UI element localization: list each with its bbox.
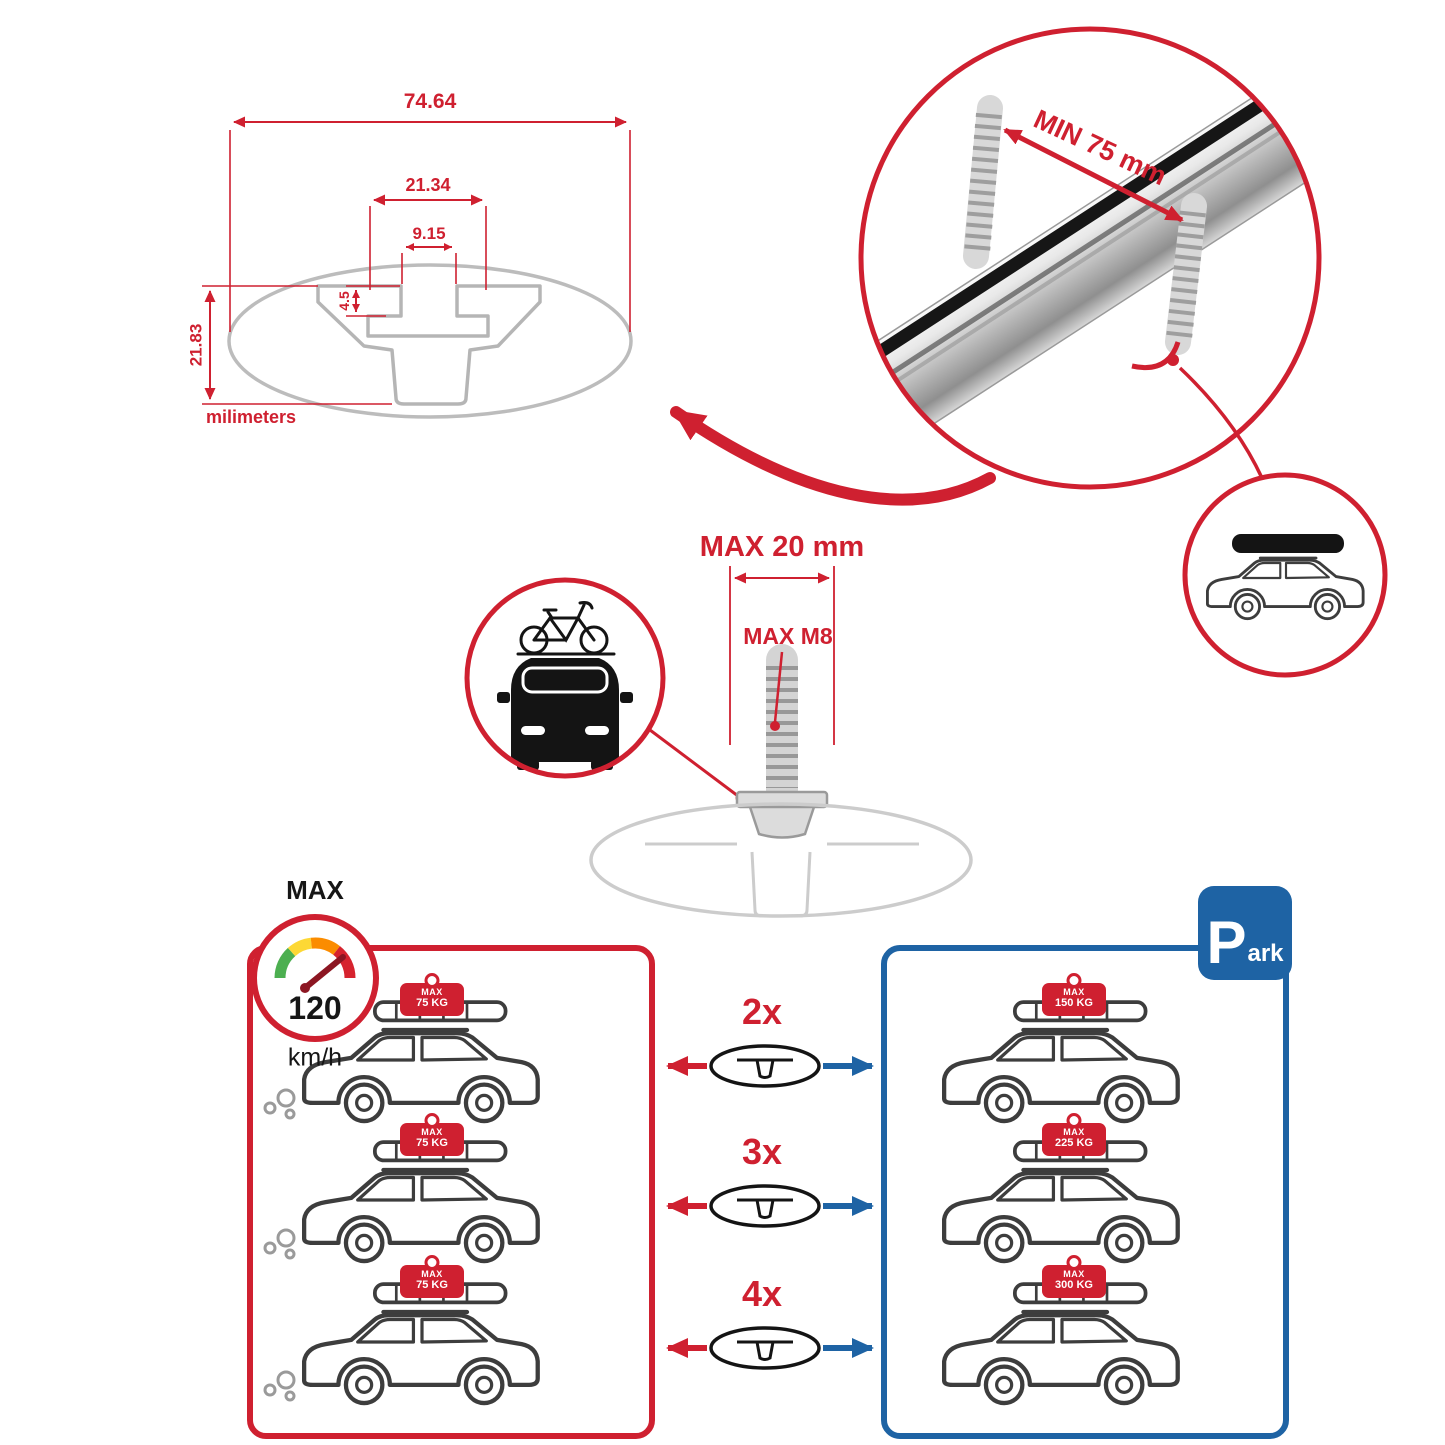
speed-value: 120 [288, 990, 342, 1026]
aluminum-bar [861, 57, 1319, 467]
bike-car-circle [464, 577, 666, 779]
dimension-lines [202, 116, 631, 405]
speed-title: MAX [286, 875, 344, 905]
crossbar-oval-icon [709, 1044, 821, 1088]
quantity-label-4x: 4x [741, 1273, 783, 1314]
load-tag: MAX 225 KG [1042, 1123, 1106, 1156]
ghost-cross-section [589, 802, 973, 918]
load-tag: MAX 75 KG [400, 1123, 464, 1156]
roof-box-icon [1232, 534, 1344, 553]
tag-value: 225 KG [1055, 1136, 1093, 1149]
units-label: milimeters [206, 407, 297, 427]
dim-channel-width-label: 21.34 [405, 175, 451, 195]
tag-value: 75 KG [416, 996, 448, 1009]
tag-label: MAX [421, 1269, 443, 1279]
tag-label: MAX [1063, 987, 1085, 997]
circle-connector-line [1178, 366, 1264, 479]
max-thread-label: MAX M8 [743, 623, 833, 649]
tag-label: MAX [421, 1127, 443, 1137]
load-tag: MAX 75 KG [400, 983, 464, 1016]
park-sign-suffix: ark [1247, 940, 1284, 967]
clamp-point-dot [1167, 354, 1179, 366]
tag-value: 75 KG [416, 1136, 448, 1149]
tag-value: 75 KG [416, 1278, 448, 1291]
row-2 [263, 1142, 1178, 1261]
thread-leader [773, 651, 784, 723]
tag-value: 300 KG [1055, 1278, 1093, 1291]
dim-total-width-label: 74.64 [403, 90, 457, 113]
speed-units: km/h [287, 1043, 343, 1072]
dim-slot-depth-label: 4.5 [336, 291, 352, 311]
quantity-label-3x: 3x [741, 1131, 783, 1172]
load-tag: MAX 300 KG [1042, 1265, 1106, 1298]
min-clamp-arrow [1003, 127, 1184, 223]
speedometer-gauge [251, 914, 379, 1042]
car-front-icon [497, 658, 633, 770]
cross-section-diagram [202, 116, 633, 419]
pointer-arrow [670, 406, 996, 506]
bolt-illustration [589, 566, 973, 918]
park-sign-letter: P [1206, 909, 1247, 976]
crossbar-oval-icon [709, 1184, 821, 1228]
bike-icon [516, 601, 616, 656]
bike-circle-leader [649, 728, 739, 798]
car-roofbox-circle [1182, 472, 1388, 678]
row-3 [263, 1284, 1178, 1403]
dim-height-label: 21.83 [186, 323, 206, 367]
quantity-label-2x: 2x [741, 991, 783, 1032]
bar-photo-circle [858, 26, 1322, 490]
crossbar-oval-icon [709, 1326, 821, 1370]
row-1 [263, 1002, 1178, 1121]
u-bolt [963, 95, 1207, 355]
load-tag: MAX 150 KG [1042, 983, 1106, 1016]
dim-slot-width-label: 9.15 [412, 224, 446, 243]
load-tag: MAX 75 KG [400, 1265, 464, 1298]
park-sign: P ark [1198, 886, 1292, 980]
tag-label: MAX [1063, 1127, 1085, 1137]
tag-label: MAX [421, 987, 443, 997]
tag-value: 150 KG [1055, 996, 1093, 1009]
tag-label: MAX [1063, 1269, 1085, 1279]
max-bolt-length-label: MAX 20 mm [699, 531, 865, 563]
